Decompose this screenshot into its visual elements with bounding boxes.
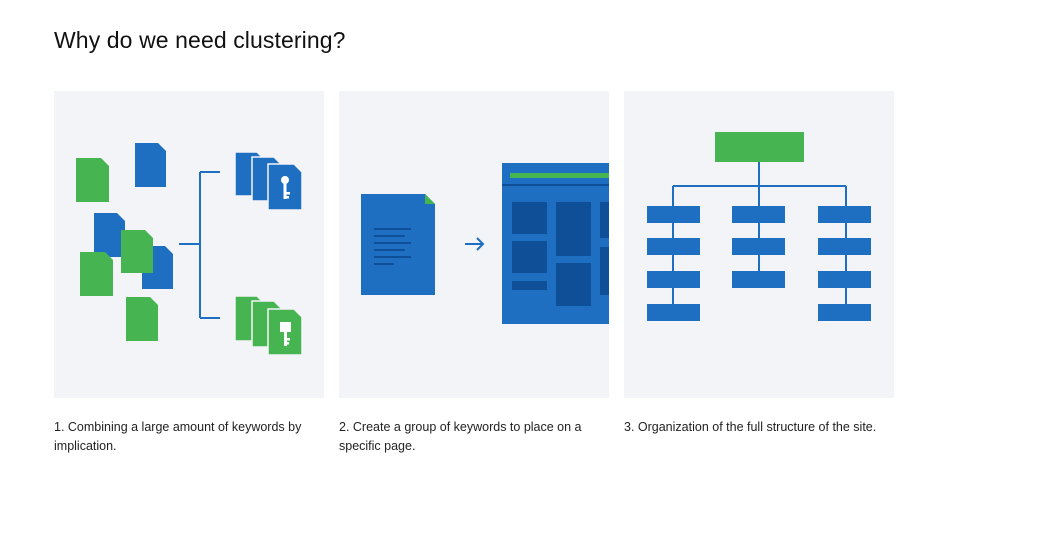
step-3-caption: 3. Organization of the full structure of… <box>624 420 877 434</box>
key-icon <box>280 322 291 346</box>
step-3-card <box>624 91 894 398</box>
root-node <box>715 132 804 162</box>
step-2-card <box>339 91 609 398</box>
blue-document-group <box>234 151 303 211</box>
green-document-group <box>234 295 303 356</box>
key-icon <box>281 176 290 199</box>
step-2-caption: 2. Create a group of keywords to place o… <box>339 420 582 453</box>
green-document-icon <box>126 297 158 341</box>
documents-grouping-icon <box>76 143 303 356</box>
green-document-icon <box>80 252 113 296</box>
text-document-icon <box>361 194 435 295</box>
step-1-caption: 1. Combining a large amount of keywords … <box>54 420 302 453</box>
page-title: Why do we need clustering? <box>54 27 346 53</box>
green-document-icon <box>76 158 109 202</box>
site-structure-tree-icon <box>647 132 871 321</box>
document-to-page-icon <box>361 163 609 324</box>
grouping-bracket <box>179 171 220 319</box>
step-1-card <box>54 91 324 398</box>
web-page-layout-icon <box>502 163 609 324</box>
child-nodes <box>647 206 871 321</box>
arrow-right-icon <box>465 237 485 251</box>
green-document-icon <box>121 230 153 273</box>
blue-document-icon <box>94 213 125 257</box>
blue-document-icon <box>135 143 166 187</box>
